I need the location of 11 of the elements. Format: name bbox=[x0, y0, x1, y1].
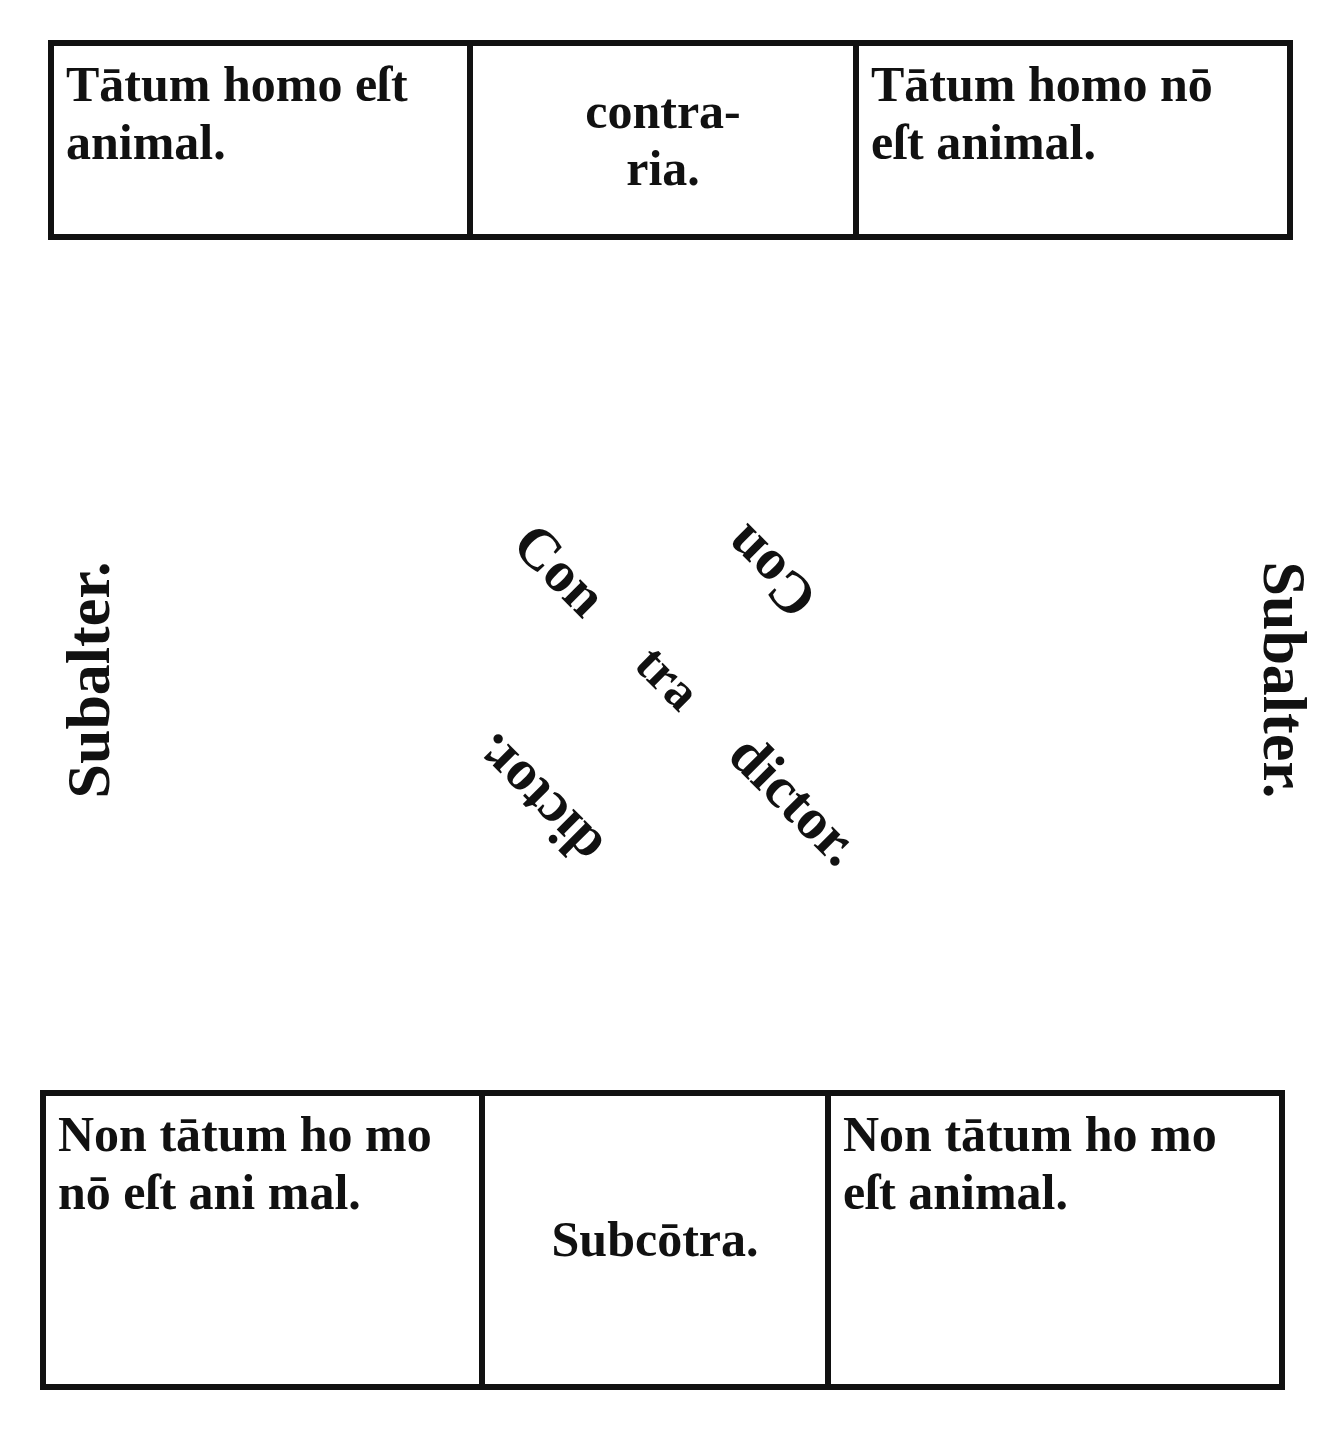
cell-text: Tātum homo eſt animal. bbox=[66, 56, 409, 171]
cell-text: contra- ria. bbox=[584, 82, 742, 198]
relation-label: Con bbox=[503, 513, 617, 627]
cell-text: Non tātum ho mo nō eſt ani mal. bbox=[58, 1106, 433, 1221]
cell-text: Subcōtra. bbox=[551, 1211, 759, 1269]
relation-label: tra bbox=[626, 636, 710, 720]
cell-text: Non tātum ho mo eſt animal. bbox=[843, 1106, 1218, 1221]
relation-label: Subalter. bbox=[1254, 561, 1316, 799]
relation-label: Con bbox=[713, 515, 827, 629]
cell-text: Tātum homo nō eſt animal. bbox=[871, 56, 1214, 171]
relation-label: Subalter. bbox=[57, 561, 119, 799]
